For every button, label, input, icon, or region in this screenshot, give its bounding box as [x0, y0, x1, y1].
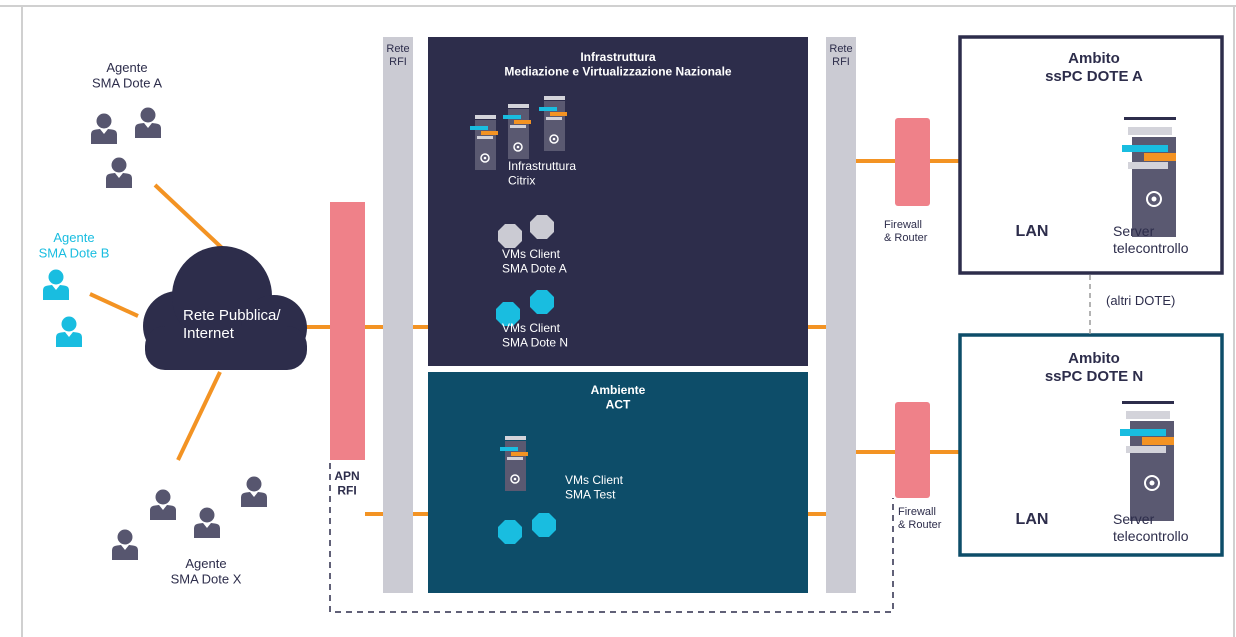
line-agent-a-cloud	[153, 183, 224, 250]
person-icon	[150, 489, 176, 520]
firewall-bottom-label: Firewall& Router	[898, 506, 942, 531]
person-icon	[56, 316, 82, 347]
vm-icon	[530, 215, 554, 239]
rete-rfi-right-bar	[826, 37, 856, 593]
person-icon	[43, 269, 69, 300]
vm-icon	[532, 513, 556, 537]
cloud-icon	[143, 246, 307, 370]
apn-bar	[330, 202, 365, 460]
person-icon	[241, 476, 267, 507]
rete-rfi-left-bar	[383, 37, 413, 593]
vm-icon	[498, 224, 522, 248]
person-icon	[194, 507, 220, 538]
vm-icon	[530, 290, 554, 314]
line-agent-x-cloud	[176, 371, 222, 461]
firewall-bottom	[895, 402, 930, 498]
ambito-n-lan: LAN	[1016, 511, 1049, 528]
line-agent-b-cloud	[89, 292, 139, 318]
person-icon	[135, 107, 161, 138]
agent-group-x	[112, 476, 267, 560]
act-box	[428, 372, 808, 593]
infra-box	[428, 37, 808, 366]
person-icon	[91, 113, 117, 144]
person-icon	[106, 157, 132, 188]
ambito-n-box	[958, 333, 1224, 557]
person-icon	[112, 529, 138, 560]
vm-icon	[498, 520, 522, 544]
ambito-a-lan: LAN	[1016, 223, 1049, 240]
firewall-top	[895, 118, 930, 206]
dashed-link-bottom	[329, 463, 894, 613]
firewall-top-label: Firewall& Router	[884, 219, 928, 244]
agent-group-b	[43, 269, 82, 347]
cloud-label: Rete Pubblica/Internet	[183, 307, 281, 342]
ambito-a-box	[958, 35, 1224, 275]
agent-group-a	[91, 107, 161, 188]
altri-label: (altri DOTE)	[1106, 293, 1175, 308]
